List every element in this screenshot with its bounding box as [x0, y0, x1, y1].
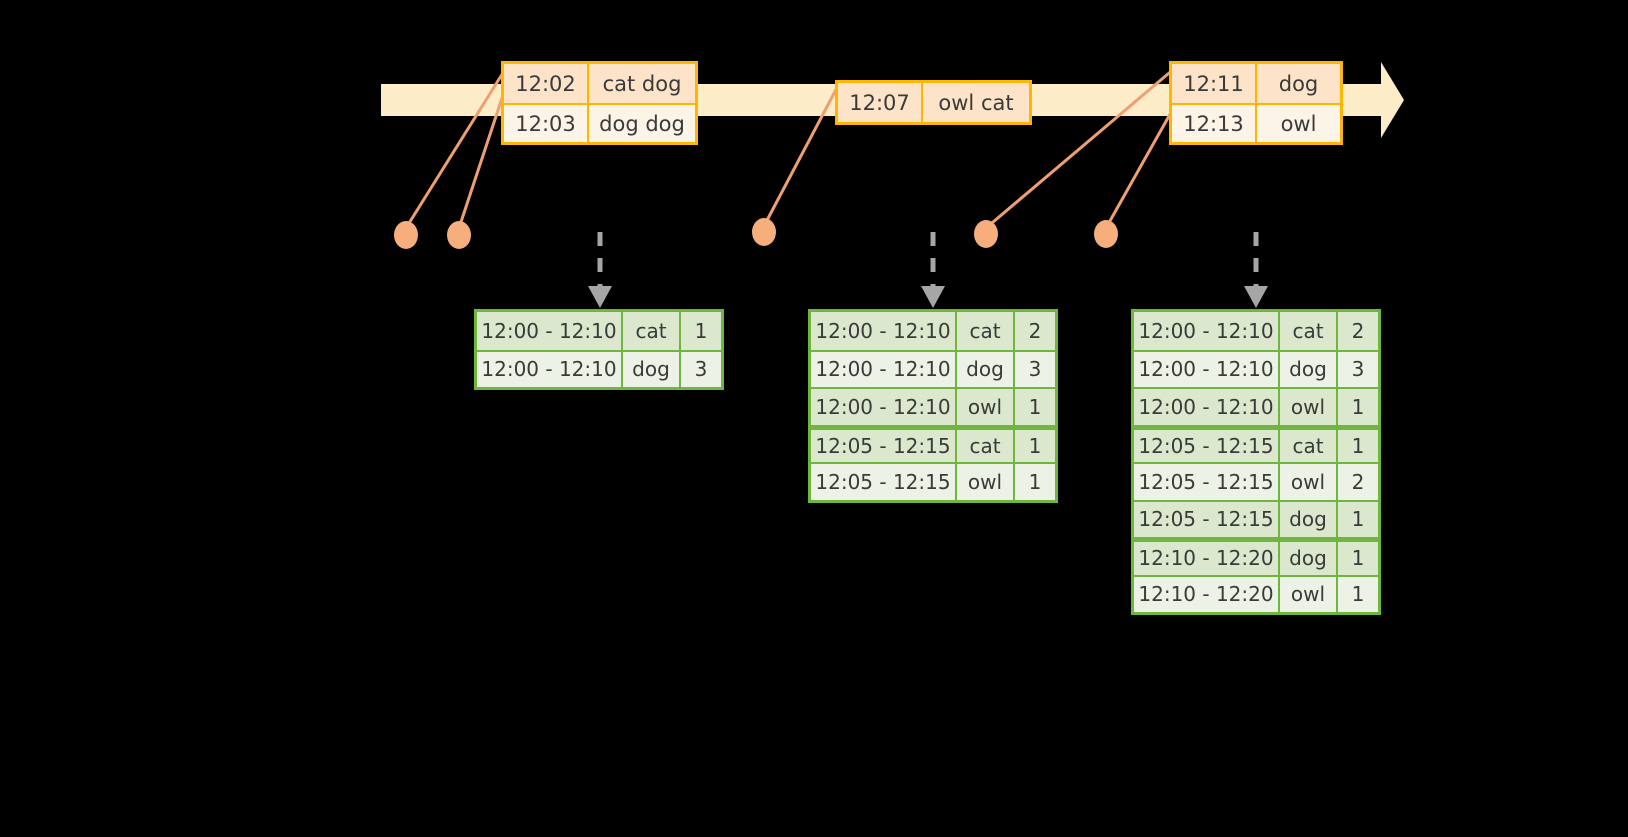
key-cell: owl: [1280, 576, 1338, 612]
event-group-2[interactable]: 12:07 owl cat: [835, 80, 1032, 125]
connector-line-3: [762, 80, 842, 228]
key-cell: cat: [1280, 429, 1338, 462]
count-cell: 1: [1015, 389, 1055, 425]
event-time: 12:02: [504, 64, 589, 103]
key-cell: owl: [1280, 389, 1338, 425]
key-cell: owl: [957, 464, 1015, 500]
window-cell: 12:05 - 12:15: [811, 429, 957, 462]
event-dot-5: [1094, 220, 1118, 248]
event-row[interactable]: 12:13 owl: [1172, 103, 1340, 142]
event-dot-2: [447, 221, 471, 249]
event-row[interactable]: 12:02 cat dog: [504, 64, 695, 103]
window-cell: 12:00 - 12:10: [1134, 312, 1280, 350]
event-dot-3: [752, 218, 776, 246]
window-cell: 12:05 - 12:15: [1134, 464, 1280, 500]
key-cell: cat: [957, 429, 1015, 462]
key-cell: cat: [623, 312, 681, 350]
window-cell: 12:00 - 12:10: [477, 351, 623, 387]
count-cell: 2: [1015, 312, 1055, 350]
count-cell: 3: [681, 351, 721, 387]
event-group-3[interactable]: 12:11 dog 12:13 owl: [1169, 61, 1343, 145]
event-dots: [394, 218, 1118, 249]
count-cell: 3: [1338, 351, 1378, 387]
count-cell: 1: [1015, 464, 1055, 500]
count-cell: 1: [681, 312, 721, 350]
event-time: 12:13: [1172, 105, 1257, 142]
emit-arrow-2: [921, 232, 945, 308]
event-row[interactable]: 12:03 dog dog: [504, 103, 695, 142]
event-payload: dog dog: [589, 105, 695, 142]
event-row[interactable]: 12:07 owl cat: [838, 83, 1029, 122]
key-cell: cat: [1280, 312, 1338, 350]
window-cell: 12:10 - 12:20: [1134, 576, 1280, 612]
key-cell: owl: [1280, 464, 1338, 500]
count-cell: 2: [1338, 312, 1378, 350]
window-cell: 12:00 - 12:10: [1134, 351, 1280, 387]
window-cell: 12:00 - 12:10: [1134, 389, 1280, 425]
event-time: 12:07: [838, 83, 923, 122]
key-cell: dog: [957, 351, 1015, 387]
count-cell: 2: [1338, 464, 1378, 500]
event-dot-1: [394, 221, 418, 249]
window-cell: 12:05 - 12:15: [1134, 501, 1280, 537]
count-cell: 1: [1338, 576, 1378, 612]
key-cell: dog: [1280, 501, 1338, 537]
window-cell: 12:00 - 12:10: [477, 312, 623, 350]
event-payload: owl: [1257, 105, 1340, 142]
key-cell: cat: [957, 312, 1015, 350]
event-dot-4: [974, 220, 998, 248]
event-time: 12:11: [1172, 64, 1257, 103]
connector-line-5: [1104, 98, 1180, 230]
key-cell: dog: [623, 351, 681, 387]
count-cell: 1: [1338, 429, 1378, 462]
count-cell: 3: [1015, 351, 1055, 387]
window-cell: 12:10 - 12:20: [1134, 542, 1280, 575]
count-cell: 1: [1015, 429, 1055, 462]
window-cell: 12:05 - 12:15: [1134, 429, 1280, 462]
count-cell: 1: [1338, 501, 1378, 537]
key-cell: owl: [957, 389, 1015, 425]
window-cell: 12:05 - 12:15: [811, 464, 957, 500]
count-cell: 1: [1338, 542, 1378, 575]
emit-arrow-3: [1244, 232, 1268, 308]
window-cell: 12:00 - 12:10: [811, 312, 957, 350]
key-cell: dog: [1280, 351, 1338, 387]
window-cell: 12:00 - 12:10: [811, 389, 957, 425]
event-payload: owl cat: [923, 83, 1029, 122]
count-cell: 1: [1338, 389, 1378, 425]
event-time: 12:03: [504, 105, 589, 142]
event-row[interactable]: 12:11 dog: [1172, 64, 1340, 103]
event-payload: dog: [1257, 64, 1340, 103]
event-group-1[interactable]: 12:02 cat dog 12:03 dog dog: [501, 61, 698, 145]
emit-arrow-1: [588, 232, 612, 308]
key-cell: dog: [1280, 542, 1338, 575]
connector-line-1: [404, 66, 508, 230]
event-payload: cat dog: [589, 64, 695, 103]
window-cell: 12:00 - 12:10: [811, 351, 957, 387]
emit-arrows: [588, 232, 1268, 308]
